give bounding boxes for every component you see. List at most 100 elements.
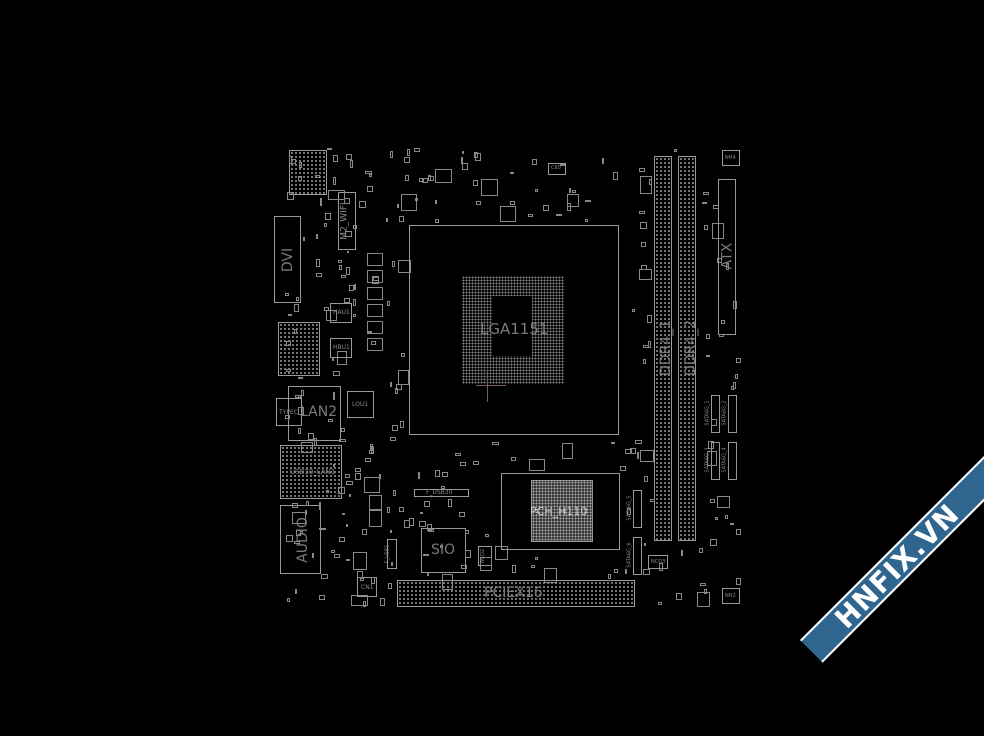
vrm-choke[interactable] <box>367 321 383 334</box>
smd-pad <box>343 198 350 205</box>
smd-pad <box>327 189 345 200</box>
smd-pad <box>701 201 707 205</box>
m2-slot[interactable] <box>338 192 356 250</box>
smd-pad <box>319 595 325 600</box>
smd-pad <box>640 450 655 463</box>
smd-pad <box>640 222 647 230</box>
smd-pad <box>294 395 301 398</box>
smd-pad <box>355 473 361 481</box>
smd-pad <box>475 200 481 206</box>
usb-lan1-connector[interactable] <box>280 445 342 499</box>
smd-pad <box>344 297 350 304</box>
hbu1-chip[interactable] <box>330 338 352 358</box>
smd-pad <box>302 236 305 241</box>
sata-1[interactable] <box>711 395 720 433</box>
vrm-choke[interactable] <box>367 287 383 300</box>
smd-pad <box>638 210 645 215</box>
pch-chip[interactable] <box>531 480 593 542</box>
smd-pad <box>531 159 537 165</box>
smd-pad <box>712 222 724 240</box>
smd-pad <box>642 359 646 364</box>
cursor-crosshair <box>487 370 488 402</box>
smd-pad <box>418 177 425 183</box>
smd-pad <box>316 273 323 278</box>
audio-connector[interactable] <box>280 505 321 574</box>
smd-pad <box>315 174 320 179</box>
smd-pad <box>442 574 453 591</box>
smd-pad <box>352 552 368 570</box>
smd-pad <box>534 557 539 560</box>
nco3-chip[interactable] <box>648 555 668 569</box>
smd-pad <box>345 523 348 527</box>
dvi-connector[interactable] <box>274 216 301 303</box>
smd-pad <box>353 283 356 291</box>
pcie-x16-slot[interactable] <box>397 580 635 607</box>
sata-4[interactable] <box>728 442 737 480</box>
f-usb1-header[interactable] <box>387 539 397 569</box>
c80-chip[interactable] <box>548 163 566 175</box>
usb-lan1-label: USB30_LAN1 <box>290 468 336 476</box>
smd-pad <box>333 177 337 185</box>
smd-pad <box>644 543 647 546</box>
smd-pad <box>736 578 742 586</box>
vrm-choke[interactable] <box>367 270 383 283</box>
smd-pad <box>337 486 345 494</box>
cpu-socket[interactable] <box>409 225 619 435</box>
lou1-chip[interactable] <box>347 391 374 418</box>
smd-pad <box>639 176 652 194</box>
smd-pad <box>359 201 366 208</box>
pch-label: PCH_H110 <box>530 505 588 518</box>
vrm-choke[interactable] <box>367 304 383 317</box>
hau1-chip[interactable] <box>330 303 352 323</box>
smd-pad <box>712 205 720 209</box>
smd-pad <box>286 598 290 602</box>
smd-pad <box>332 155 339 162</box>
sata-3[interactable] <box>711 442 720 480</box>
typec-label: TYPEC <box>279 409 298 416</box>
smd-pad <box>625 448 633 455</box>
smd-pad <box>423 554 429 557</box>
smd-pad <box>729 522 735 525</box>
hdmi-connector[interactable] <box>278 322 320 376</box>
smd-pad <box>338 438 346 442</box>
dimm-slot-2[interactable] <box>678 156 696 541</box>
typec-connector[interactable] <box>276 398 302 426</box>
vrm-choke[interactable] <box>367 253 383 266</box>
nh2-chip[interactable] <box>722 588 740 604</box>
smd-pad <box>288 313 293 317</box>
smd-pad <box>511 457 516 461</box>
nco2-chip[interactable] <box>478 546 492 566</box>
smd-pad <box>332 370 340 376</box>
atx-connector[interactable] <box>718 179 736 335</box>
smd-pad <box>321 574 328 579</box>
smd-pad <box>323 223 327 228</box>
smd-pad <box>285 415 290 419</box>
top-io-connector[interactable] <box>289 150 327 195</box>
nco3-label: NCO3 <box>651 559 666 565</box>
smd-pad <box>434 169 453 183</box>
smd-pad <box>734 373 739 380</box>
smd-pad <box>613 569 619 573</box>
smd-pad <box>624 568 627 574</box>
vrm-choke[interactable] <box>367 338 383 351</box>
smd-pad <box>307 433 314 440</box>
smd-pad <box>725 262 729 271</box>
smd-pad <box>390 382 393 388</box>
smd-pad <box>736 529 742 536</box>
smd-pad <box>499 206 517 223</box>
smd-pad <box>400 193 417 212</box>
smd-pad <box>301 389 304 397</box>
pch-outline <box>501 473 620 550</box>
sata-6[interactable] <box>633 537 642 575</box>
smd-pad <box>464 529 469 535</box>
nh4-label: NH4 <box>725 155 736 161</box>
nh4-chip[interactable] <box>722 150 740 166</box>
smd-pad <box>396 204 399 208</box>
f-usb30-header[interactable] <box>414 489 469 497</box>
smd-pad <box>417 472 421 479</box>
sata-5[interactable] <box>633 490 642 528</box>
smd-pad <box>337 260 343 263</box>
sata-2[interactable] <box>728 395 737 433</box>
smd-pad <box>298 394 302 399</box>
dimm-slot-1[interactable] <box>654 156 672 541</box>
